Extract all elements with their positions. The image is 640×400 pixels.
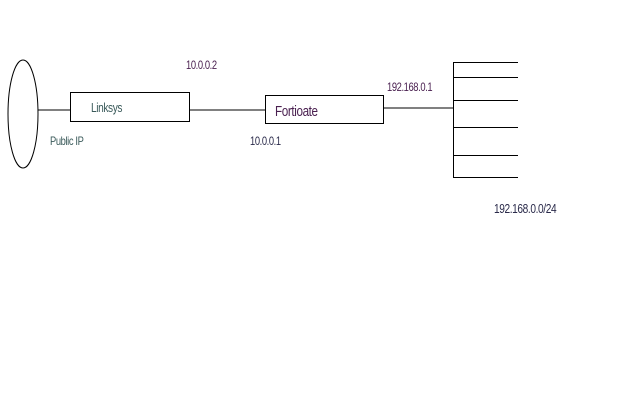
fortigate-label: Fortioate: [275, 103, 318, 120]
linksys-label: Linksys: [91, 100, 123, 115]
fortigate-lan-ip-label: 192.168.0.1: [387, 80, 433, 94]
fortigate-box: [265, 95, 384, 124]
lan-hosts: [453, 62, 518, 178]
linksys-lan-ip-label: 10.0.0.2: [186, 58, 217, 72]
lan-subnet-label: 192.168.0.0/24: [494, 201, 557, 216]
internet-cloud: [7, 59, 39, 169]
public-ip-label: Public IP: [50, 134, 84, 148]
fortigate-wan-ip-label: 10.0.0.1: [250, 134, 281, 148]
linksys-box: [70, 92, 190, 122]
